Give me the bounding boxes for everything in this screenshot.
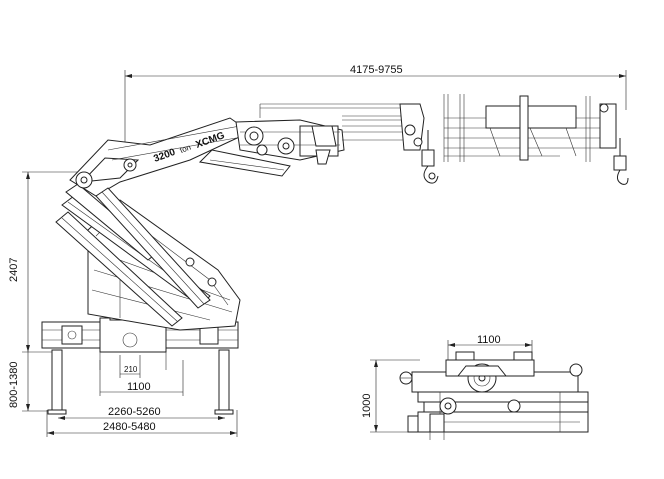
stabilizer-span-a-label: 2260-5260 [108,406,161,418]
base-width-dimension: 1100 [99,360,184,396]
extended-boom [443,94,629,185]
boom-reach-label: 4175-9755 [350,64,403,76]
outrigger-height-label: 800-1380 [8,362,20,409]
folded-height-label: 1000 [361,394,373,418]
inner-boom: 3200 ton XCMG [69,117,251,309]
pin-offset-label: 210 [124,365,138,374]
telescopic-extensions [259,103,439,184]
outer-boom [198,119,345,177]
model-small-text: ton [179,143,193,155]
folded-view: 1100 1000 [361,334,589,440]
outrigger-height-dimension: 800-1380 [8,351,60,412]
height-dimension: 2407 [8,171,95,352]
height-label: 2407 [8,258,20,282]
stabilizer-span-b-dimension: 2480-5480 [46,410,238,437]
base-width-label: 1100 [127,381,151,393]
crane-column [55,183,241,331]
pin-offset-dimension: 210 [119,355,141,378]
boom-reach-dimension: 4175-9755 [124,64,627,172]
stabilizer-span-b-label: 2480-5480 [103,421,156,433]
folded-width-label: 1100 [477,334,501,346]
stabilizer-span-a-dimension: 2260-5260 [58,406,225,420]
